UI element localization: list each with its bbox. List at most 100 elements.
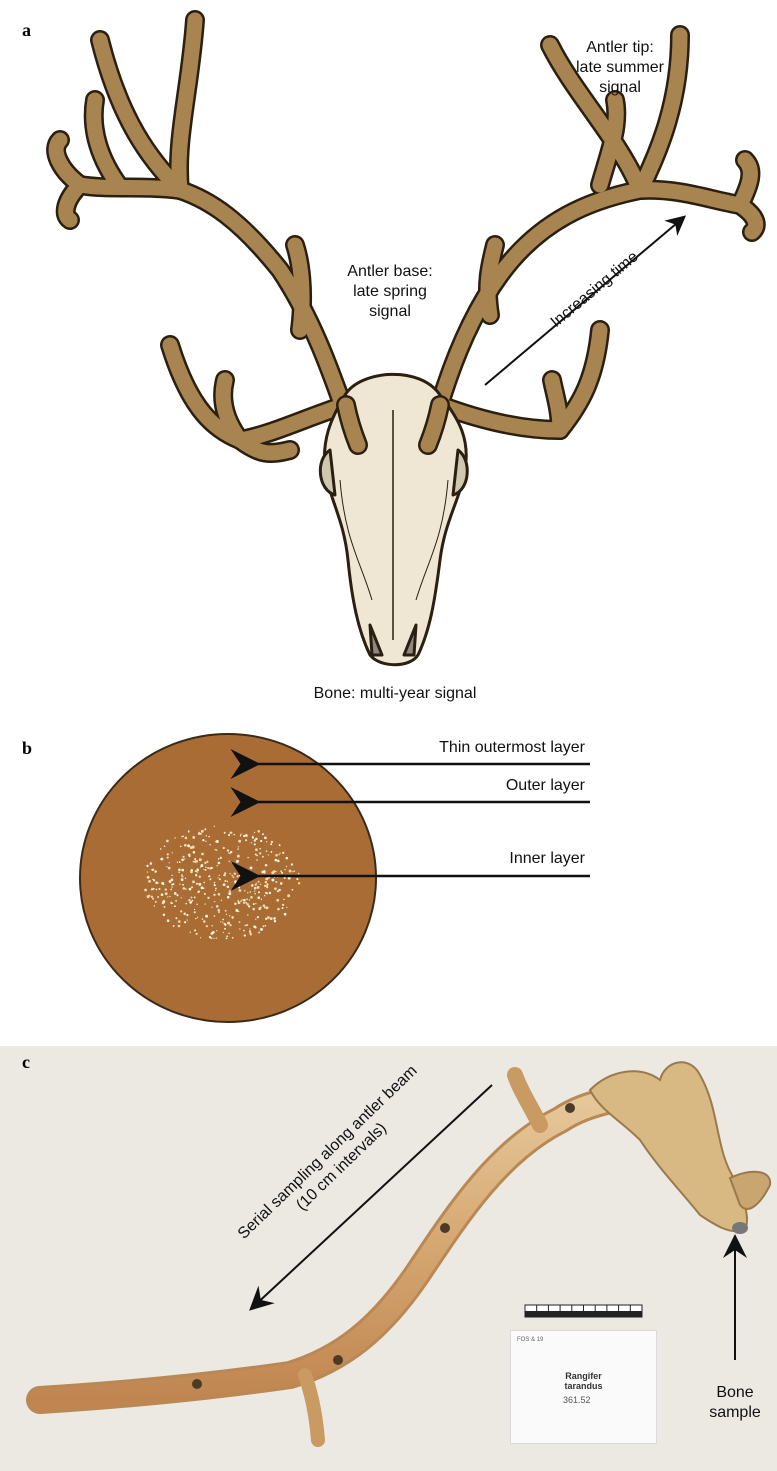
speckle	[171, 878, 174, 881]
card-species-line-2: tarandus	[511, 1381, 656, 1391]
speckle	[255, 838, 257, 840]
speckle	[185, 837, 188, 840]
speckle	[150, 862, 153, 865]
speckle	[220, 921, 221, 922]
card-code: FOS & 19	[517, 1337, 543, 1343]
speckle	[199, 876, 201, 878]
speckle	[246, 898, 248, 900]
speckle	[155, 881, 158, 884]
speckle	[247, 857, 248, 858]
speckle	[174, 837, 175, 838]
speckle	[261, 899, 262, 900]
speckle	[266, 906, 269, 909]
speckle	[219, 879, 221, 881]
speckle	[280, 882, 283, 885]
speckle	[212, 931, 215, 934]
speckle	[162, 902, 165, 905]
speckle	[164, 845, 166, 847]
speckle	[239, 921, 241, 923]
speckle	[265, 925, 266, 926]
speckle	[284, 877, 286, 879]
speckle	[250, 866, 253, 869]
serial-sampling-label: Serial sampling along antler beam (10 cm…	[202, 1031, 467, 1289]
speckle	[259, 852, 261, 854]
card-species: Rangifer tarandus	[511, 1371, 656, 1391]
speckle	[225, 880, 227, 882]
speckle	[253, 925, 256, 928]
speckle	[205, 869, 207, 871]
antler-base-label: Antler base: late spring signal	[330, 262, 450, 322]
speckle	[229, 832, 231, 834]
speckle	[275, 881, 277, 883]
speckle	[178, 872, 179, 873]
speckle	[251, 842, 252, 843]
left-antler	[56, 20, 355, 453]
speckle	[154, 870, 156, 872]
speckle	[197, 869, 199, 871]
antler-tip-label: Antler tip: late summer signal	[560, 38, 680, 98]
speckle	[243, 835, 245, 837]
speckle	[206, 861, 208, 863]
speckle	[269, 892, 271, 894]
speckle	[259, 848, 261, 850]
speckle	[161, 882, 164, 885]
card-species-line-1: Rangifer	[511, 1371, 656, 1381]
panel-label-b: b	[22, 738, 32, 759]
speckle	[183, 887, 186, 890]
speckle	[214, 826, 215, 827]
speckle	[218, 858, 219, 859]
speckle	[198, 832, 201, 835]
speckle	[208, 836, 210, 838]
speckle	[237, 855, 240, 858]
speckle	[188, 830, 190, 832]
speckle	[180, 910, 182, 912]
speckle	[260, 884, 261, 885]
speckle	[262, 833, 264, 835]
speckle	[227, 849, 229, 851]
speckle	[274, 859, 277, 862]
speckle	[228, 852, 229, 853]
speckle	[172, 886, 173, 887]
speckle	[180, 846, 182, 848]
speckle	[222, 919, 224, 921]
speckle	[195, 874, 197, 876]
speckle	[217, 865, 218, 866]
speckle	[223, 923, 225, 925]
speckle	[192, 846, 194, 848]
speckle	[227, 881, 228, 882]
speckle	[207, 897, 209, 899]
speckle	[193, 851, 196, 854]
speckle	[266, 885, 267, 886]
speckle	[254, 877, 255, 878]
speckle	[274, 877, 275, 878]
antler-tip-line-3: signal	[560, 78, 680, 98]
card-number: 361.52	[563, 1395, 591, 1405]
speckle	[238, 846, 239, 847]
speckle	[271, 841, 273, 843]
speckle	[268, 876, 271, 879]
speckle	[221, 900, 222, 901]
speckle	[265, 918, 267, 920]
speckle	[218, 893, 221, 896]
speckle	[205, 915, 208, 918]
speckle	[160, 858, 163, 861]
speckle	[228, 834, 230, 836]
speckle	[171, 902, 173, 904]
speckle	[209, 879, 210, 880]
speckle	[257, 916, 259, 918]
speckle	[245, 902, 247, 904]
thin-outer-label: Thin outermost layer	[330, 738, 585, 758]
speckle	[199, 858, 202, 861]
speckle	[147, 895, 150, 898]
speckle	[178, 925, 181, 928]
speckle	[280, 870, 282, 872]
panel-label-c: c	[22, 1052, 30, 1073]
speckle	[200, 866, 201, 867]
speckle	[219, 878, 221, 880]
speckle	[267, 916, 270, 919]
speckle	[254, 839, 256, 841]
speckle	[240, 900, 242, 902]
sample-hole	[333, 1355, 343, 1365]
speckle	[243, 878, 246, 881]
speckle	[286, 866, 287, 867]
